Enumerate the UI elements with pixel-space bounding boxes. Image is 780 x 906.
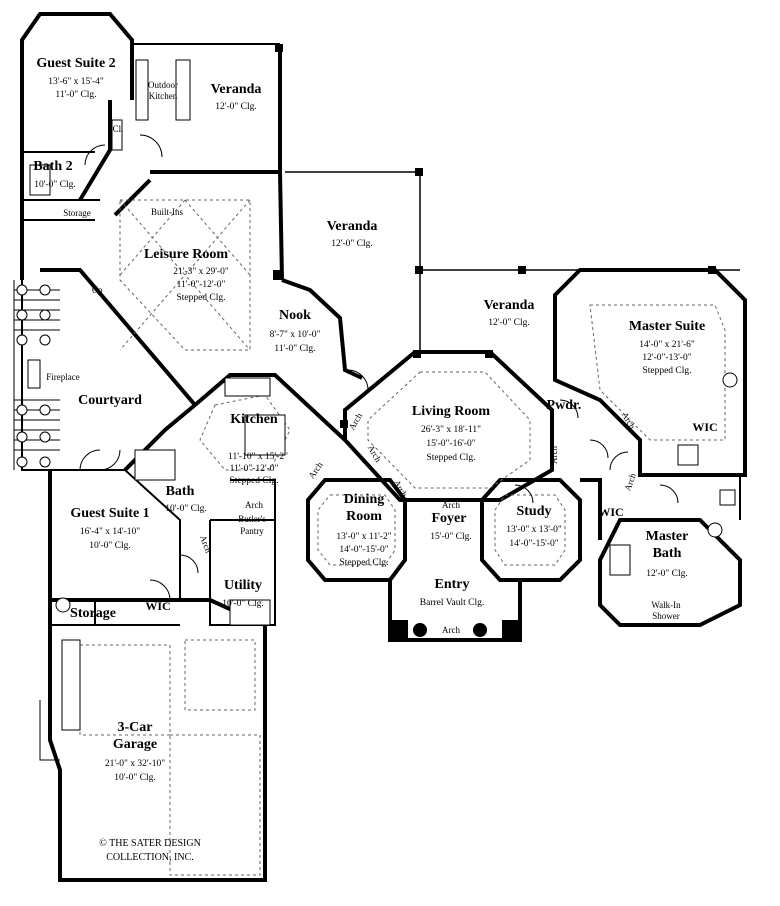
garage-ceiling: 10'-0" Clg. [114,773,155,783]
walk-in-shower-label-1: Walk-In [651,600,681,610]
garage-dims: 21'-0" x 32'-10" [105,759,165,769]
dining-room-ceiling-type: Stepped Clg. [339,558,388,568]
dining-room-ceiling: 14'-0"-15'-0" [339,545,388,555]
master-suite-dims: 14'-0" x 21'-6" [639,340,695,350]
kitchen-ceiling-type: Stepped Clg. [229,476,278,486]
kitchen-arch-b-label: Arch [245,500,263,510]
study-ceiling: 14'-0"-15'-0" [509,539,558,549]
butlers-pantry-label-1: Butler's [238,514,266,524]
walls [13,12,747,882]
guest-suite-1-name: Guest Suite 1 [70,506,149,521]
veranda-top-name: Veranda [211,82,262,97]
living-room-dims: 26'-3" x 18'-11" [421,425,481,435]
bath-2-ceiling: 10'-0" Clg. [34,180,75,190]
nook-arch-label: Arch [347,411,365,432]
master-bath-label-1: Master [646,529,689,544]
fixtures [29,59,738,731]
foyer-arch-label: Arch [442,500,460,510]
study-dims: 13'-0" x 13'-0" [506,525,562,535]
powder-room-name: Pwdr. [547,398,582,413]
courtyard-grid [14,284,60,468]
ceiling-outlines [79,199,726,876]
entry-ceiling: Barrel Vault Clg. [420,598,484,608]
copyright-line-1: © THE SATER DESIGN [99,838,201,849]
butlers-pantry-label-2: Pantry [240,526,264,536]
garage-label-1: 3-Car [118,720,153,735]
copyright-line-2: COLLECTION, INC. [106,852,194,863]
living-arch-right-label: Arch [549,446,559,464]
master-suite-ceiling-type: Stepped Clg. [642,366,691,376]
foyer-name: Foyer [432,511,467,526]
leisure-room-name: Leisure Room [144,247,228,262]
dining-room-label-1: Dining [344,492,384,507]
outdoor-kitchen-label-1: Outdoor [148,80,178,90]
utility-name: Utility [224,578,262,593]
master-suite-name: Master Suite [629,319,705,334]
veranda-top-ceiling: 12'-0" Clg. [215,102,256,112]
living-room-ceiling-type: Stepped Clg. [426,453,475,463]
nook-ceiling: 11'-0" Clg. [274,344,315,354]
garage-label-2: Garage [113,737,157,752]
living-room-name: Living Room [412,404,491,419]
dining-room-label-2: Room [346,509,382,524]
guest-suite-2-name: Guest Suite 2 [36,56,115,71]
leisure-room-ceiling-type: Stepped Clg. [176,293,225,303]
entry-arch-label: Arch [442,625,460,635]
utility-ceiling: 10'-0" Clg. [222,599,263,609]
courtyard-name: Courtyard [78,393,142,408]
door-swings [39,134,679,761]
kitchen-dims: 11'-10" x 15'-2" [228,452,288,462]
master-arch-label: Arch [622,471,638,492]
veranda-right-name: Veranda [484,298,535,313]
leisure-room-ceiling: 11'-0"-12'-0" [177,280,226,290]
bath-name: Bath [166,484,195,499]
built-ins-label: Built-Ins [151,207,183,217]
nook-dims: 8'-7" x 10'-0" [270,330,321,340]
entry-name: Entry [435,577,470,592]
kitchen-arch-label: Arch [306,460,325,481]
foyer-ceiling: 15'-0" Clg. [430,532,471,542]
master-bath-label-2: Bath [653,546,682,561]
study-name: Study [516,504,551,519]
outdoor-kitchen-label-2: Kitchen [149,91,178,101]
stairs-up-label: Up [92,285,103,295]
kitchen-name: Kitchen [230,412,278,427]
master-wic-label: WIC [692,420,717,434]
columns [273,44,716,640]
leisure-room-dims: 21'-3" x 29'-0" [173,267,229,277]
master-suite-ceiling: 12'-0"-13'-0" [642,353,691,363]
bath-ceiling: 10'-0" Clg. [165,504,206,514]
fireplace-label: Fireplace [46,372,79,382]
storage-lower-label: Storage [70,606,116,621]
veranda-right-ceiling: 12'-0" Clg. [488,318,529,328]
closet-label: Cl. [113,124,124,134]
living-room-ceiling: 15'-0"-16'-0" [426,439,475,449]
butler-arch-label: Arch [198,534,214,555]
walk-in-shower-label-2: Shower [652,611,680,621]
veranda-center-name: Veranda [327,219,378,234]
dining-room-dims: 13'-0" x 11'-2" [336,532,391,542]
guest-suite-2-ceiling: 11'-0" Clg. [55,90,96,100]
storage-upper-label: Storage [63,208,91,218]
master-bath-ceiling: 12'-0" Clg. [646,569,687,579]
nook-name: Nook [279,308,311,323]
kitchen-ceiling: 11'-0"-12'-0" [230,464,279,474]
guest-suite-1-dims: 16'-4" x 14'-10" [80,527,140,537]
dining-arch-a-label: Arch [366,443,384,464]
bath-wic-label: WIC [598,505,623,519]
guest-suite-1-ceiling: 10'-0" Clg. [89,541,130,551]
guest-wic-label: WIC [145,599,170,613]
guest-suite-2-dims: 13'-6" x 15'-4" [48,77,104,87]
veranda-center-ceiling: 12'-0" Clg. [331,239,372,249]
bath-2-name: Bath 2 [33,159,72,174]
